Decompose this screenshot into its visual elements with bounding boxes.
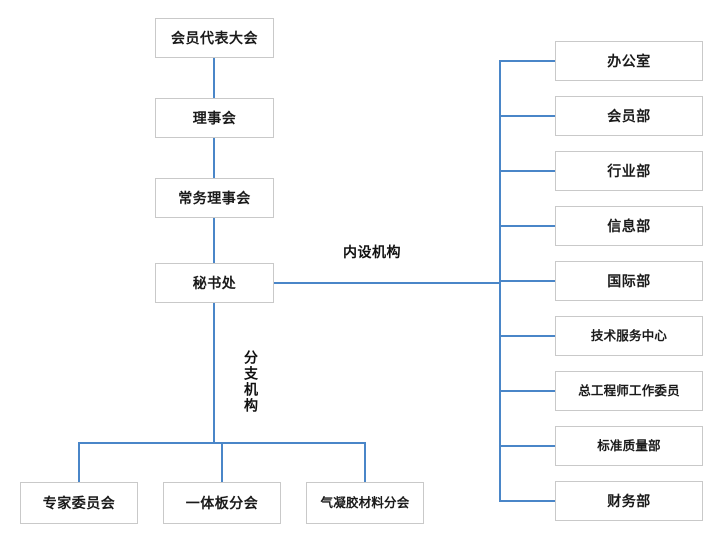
connector-secretariat-to-departments: [274, 282, 501, 284]
node-industry[interactable]: 行业部: [555, 151, 703, 191]
connector-stub-information: [499, 225, 556, 227]
node-council-label: 理事会: [192, 110, 237, 126]
node-office[interactable]: 办公室: [555, 41, 703, 81]
node-membership[interactable]: 会员部: [555, 96, 703, 136]
connector-stub-finance: [499, 500, 556, 502]
node-standing-council[interactable]: 常务理事会: [155, 178, 274, 218]
node-tech-service-center-label: 技术服务中心: [590, 328, 668, 343]
node-information[interactable]: 信息部: [555, 206, 703, 246]
connector-drop-expert-committee: [78, 443, 80, 482]
connector-branch-bus: [78, 442, 366, 444]
node-tech-service-center[interactable]: 技术服务中心: [555, 316, 703, 356]
connector-stub-international: [499, 280, 556, 282]
node-international-label: 国际部: [607, 273, 651, 289]
node-assembly[interactable]: 会员代表大会: [155, 18, 274, 58]
node-chief-engineer-committee-label: 总工程师工作委员: [578, 383, 680, 398]
node-secretariat[interactable]: 秘书处: [155, 263, 274, 303]
node-aerogel-material-branch[interactable]: 气凝胶材料分会: [306, 482, 424, 524]
node-finance[interactable]: 财务部: [555, 481, 703, 521]
connector-stub-chief-engineer: [499, 390, 556, 392]
connector-drop-aerogel-material: [364, 443, 366, 482]
node-international[interactable]: 国际部: [555, 261, 703, 301]
connector-standing-to-secretariat: [213, 218, 215, 263]
node-chief-engineer-committee[interactable]: 总工程师工作委员: [555, 371, 703, 411]
node-council[interactable]: 理事会: [155, 98, 274, 138]
connector-stub-industry: [499, 170, 556, 172]
node-integrated-board-branch-label: 一体板分会: [185, 495, 259, 511]
connector-drop-integrated-board: [221, 443, 223, 482]
connector-stub-membership: [499, 115, 556, 117]
edge-label-internal-departments: 内设机构: [343, 244, 401, 260]
node-expert-committee[interactable]: 专家委员会: [20, 482, 138, 524]
connector-stub-standard-quality: [499, 445, 556, 447]
node-membership-label: 会员部: [607, 108, 651, 124]
node-standard-quality-label: 标准质量部: [597, 438, 661, 453]
node-office-label: 办公室: [607, 53, 651, 69]
connector-assembly-to-council: [213, 58, 215, 98]
node-standard-quality[interactable]: 标准质量部: [555, 426, 703, 466]
node-finance-label: 财务部: [607, 493, 651, 509]
node-aerogel-material-branch-label: 气凝胶材料分会: [320, 495, 410, 510]
node-industry-label: 行业部: [607, 163, 651, 179]
node-expert-committee-label: 专家委员会: [42, 495, 116, 511]
node-assembly-label: 会员代表大会: [171, 30, 258, 46]
node-secretariat-label: 秘书处: [192, 275, 237, 291]
node-information-label: 信息部: [607, 218, 651, 234]
edge-label-branch-organizations: 分支机构: [241, 350, 259, 414]
node-integrated-board-branch[interactable]: 一体板分会: [163, 482, 281, 524]
connector-stub-tech-service: [499, 335, 556, 337]
connector-council-to-standing: [213, 138, 215, 178]
connector-stub-office: [499, 60, 556, 62]
connector-secretariat-to-branch-bus: [213, 303, 215, 443]
node-standing-council-label: 常务理事会: [178, 190, 251, 206]
